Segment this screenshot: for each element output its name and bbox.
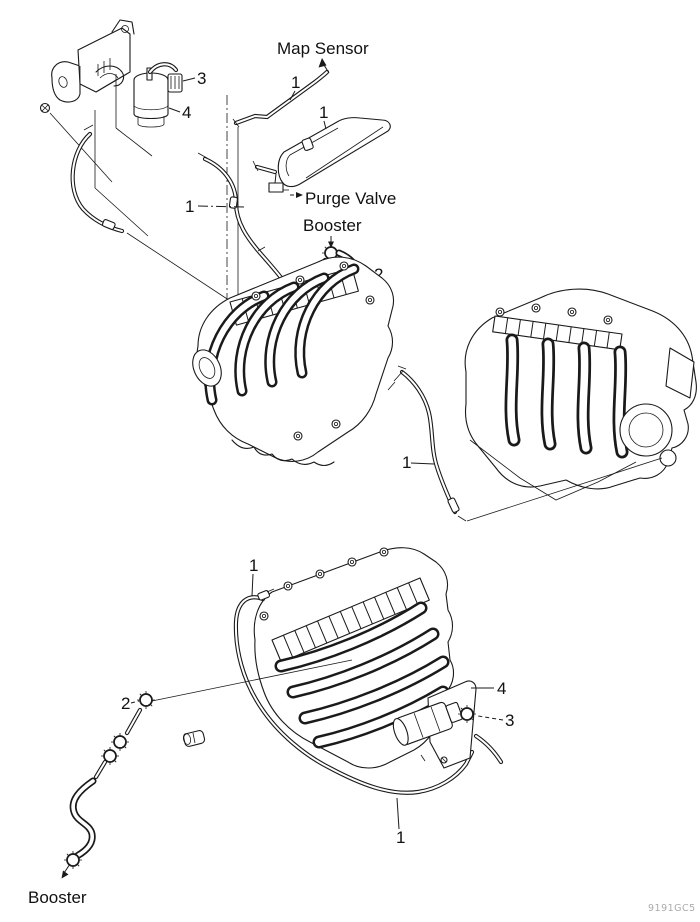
mounting-bracket	[51, 19, 135, 103]
purge-valve-label: Purge Valve	[305, 189, 396, 208]
leader-1-left	[197, 205, 247, 208]
callout-3-top: 3	[197, 69, 206, 88]
leader-1-map	[289, 90, 296, 101]
callout-1-bottom: 1	[396, 828, 405, 847]
arrow-to-booster-bottom	[61, 863, 71, 879]
booster-hose-chain	[63, 659, 353, 870]
callout-1-left: 1	[185, 197, 194, 216]
bracket-screw	[39, 102, 51, 114]
intake-manifold-right-view	[464, 288, 697, 501]
right-manifold-hose	[387, 365, 663, 522]
callout-4-top: 4	[182, 103, 191, 122]
callout-3-bottom: 3	[505, 711, 514, 730]
bottom-wrap-hose	[233, 588, 475, 795]
callout-2-bottom: 2	[121, 694, 130, 713]
vacuum-canister	[133, 62, 183, 128]
callout-1-map: 1	[291, 73, 300, 92]
leader-3-top	[182, 77, 196, 82]
callout-1-right: 1	[402, 453, 411, 472]
map-sensor-hose	[232, 69, 330, 128]
booster-bottom-label: Booster	[28, 888, 87, 907]
pipe-clip	[182, 730, 206, 747]
leader-1-loop	[323, 120, 327, 130]
left-curved-hose	[70, 124, 251, 315]
purge-valve-connector	[252, 160, 289, 193]
loop-hose	[277, 117, 391, 188]
intake-manifold-front-view	[192, 256, 395, 467]
leader-1-bottom	[396, 797, 400, 830]
booster-mid-label: Booster	[303, 216, 362, 235]
leader-3-bottom	[477, 715, 504, 721]
leader-1-bottom-top	[251, 573, 254, 597]
callout-1-bottom-top: 1	[249, 556, 258, 575]
figure-code: 9191GC5	[648, 903, 696, 914]
callout-4-bottom: 4	[497, 679, 506, 698]
purge-valve-assembly-bottom	[392, 680, 504, 769]
callout-1-loop: 1	[319, 103, 328, 122]
arrow-to-map-sensor	[318, 58, 330, 74]
leader-4-top	[168, 107, 181, 113]
callout-2-mid: 2	[374, 265, 383, 284]
leader-1-right	[410, 462, 435, 465]
arrow-to-purge-valve	[290, 192, 303, 198]
map-sensor-label: Map Sensor	[277, 39, 369, 58]
leader-2-bottom	[130, 700, 140, 704]
